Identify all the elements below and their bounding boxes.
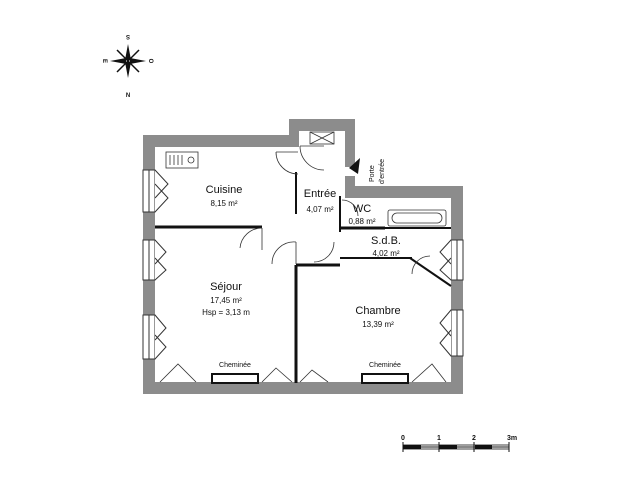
door-chambre: [271, 241, 297, 265]
compass-needle-south: [125, 62, 131, 78]
fixture-sejour-left: [159, 363, 197, 383]
scale-bar: 0 1 2 3m: [401, 435, 517, 452]
window-chambre-1-swing: [439, 239, 452, 281]
room-height-sejour: Hsp = 3,13 m: [202, 308, 250, 317]
room-name-chambre: Chambre: [355, 305, 400, 317]
entrance-door-label-line1: Porte: [369, 165, 376, 182]
room-area-entree: 4,07 m²: [306, 205, 333, 214]
wall-bottom: [143, 382, 463, 394]
room-area-cuisine: 8,15 m²: [210, 199, 237, 208]
interior-walls: [155, 172, 452, 383]
closet-box: [309, 131, 335, 145]
fireplace-sejour: [211, 373, 259, 384]
entrance-arrow-icon: [349, 158, 360, 174]
compass-rose: S E O N: [101, 33, 153, 99]
fireplaces: Cheminée Cheminée: [211, 362, 409, 384]
wall-notch-right: [345, 119, 355, 167]
fixture-chambre-right: [411, 363, 447, 383]
fireplace-chambre-label: Cheminée: [369, 362, 401, 369]
door-chambre-sdb: [411, 255, 431, 275]
room-area-sejour: 17,45 m²: [210, 296, 242, 305]
room-name-sdb: S.d.B.: [371, 235, 401, 247]
wall-sdb-diagonal: [409, 257, 452, 287]
outer-walls: [143, 119, 463, 394]
wall-right: [451, 186, 463, 394]
kitchen-sink: [165, 151, 199, 169]
scale-bar-segment: [403, 445, 421, 449]
window-sejour-2-swing: [154, 314, 167, 360]
bathtub: [387, 209, 447, 227]
scale-tick-label: 1: [437, 435, 441, 442]
bathtub-inner: [391, 212, 443, 224]
window-sejour-1-swing: [154, 239, 167, 281]
wall-notch-left: [289, 119, 299, 147]
sink-drain: [187, 156, 195, 164]
fixture-sejour-right: [261, 367, 293, 383]
room-area-sdb: 4,02 m²: [372, 249, 399, 258]
scale-bar-segment: [439, 445, 457, 449]
scale-tick-label: 3m: [507, 435, 517, 442]
compass-label-east: E: [101, 59, 107, 63]
door-wc: [341, 199, 359, 217]
fireplace-chambre: [361, 373, 409, 384]
wall-notch-top: [289, 119, 355, 131]
wall-top-right: [345, 186, 463, 198]
window-kitchen-swing: [154, 169, 169, 213]
room-area-chambre: 13,39 m²: [362, 320, 394, 329]
door-kitchen: [275, 151, 299, 175]
scale-tick-label: 2: [472, 435, 476, 442]
door-sdb: [313, 241, 335, 263]
wall-top-kitchen: [143, 135, 295, 147]
room-name-entree: Entrée: [304, 188, 336, 200]
scale-tick-label: 0: [401, 435, 405, 442]
room-name-cuisine: Cuisine: [206, 184, 243, 196]
wall-door-jamb: [345, 176, 355, 196]
room-area-wc: 0,88 m²: [348, 217, 375, 226]
entrance-closet: [309, 131, 335, 145]
door-closet: [299, 145, 325, 171]
door-sejour: [239, 227, 263, 250]
compass-label-west: O: [147, 59, 153, 64]
window-chambre-2-swing: [439, 309, 452, 357]
scale-bar-segment: [475, 445, 492, 449]
compass-label-south: S: [126, 33, 130, 39]
compass-needle-east: [130, 58, 146, 64]
fireplace-sejour-label: Cheminée: [219, 362, 251, 369]
sink-basin: [165, 151, 199, 169]
compass-label-north: N: [126, 93, 130, 99]
room-name-sejour: Séjour: [210, 281, 242, 293]
doors: [239, 145, 431, 275]
compass-diagonal: [116, 49, 140, 73]
fixture-chambre-left: [299, 369, 329, 383]
bathtub-outline: [387, 209, 447, 227]
compass-needle-north: [125, 44, 131, 60]
room-name-wc: WC: [353, 203, 371, 215]
compass-needle-west: [110, 58, 126, 64]
corner-fixtures: [159, 363, 447, 383]
windows: [142, 169, 464, 360]
entrance-door-label-line2: d'entrée: [379, 159, 386, 184]
